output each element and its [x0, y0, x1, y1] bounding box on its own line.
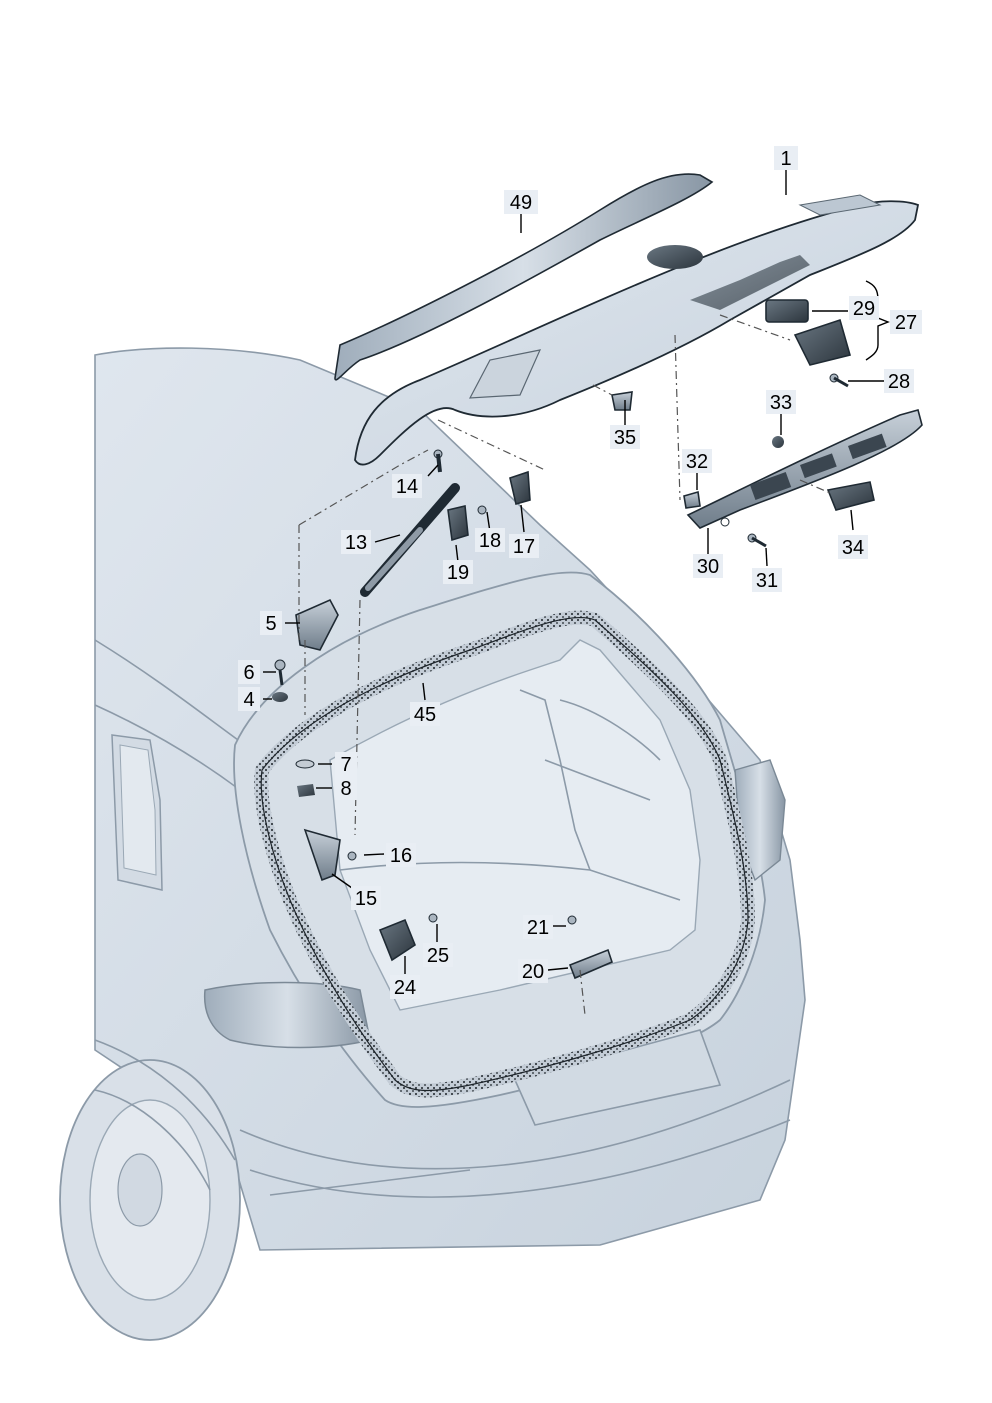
svg-text:31: 31 — [756, 570, 778, 592]
rear-wheel — [59, 1059, 241, 1341]
callout-5: 5 — [260, 611, 282, 635]
callout-29: 29 — [849, 296, 879, 320]
svg-text:4: 4 — [243, 689, 254, 711]
callout-30: 30 — [693, 554, 723, 578]
callout-15: 15 — [351, 886, 381, 910]
clip-35 — [611, 391, 633, 411]
svg-text:34: 34 — [842, 537, 864, 559]
callout-32: 32 — [682, 449, 712, 473]
svg-text:17: 17 — [513, 536, 535, 558]
svg-text:6: 6 — [243, 662, 254, 684]
lock-24 — [378, 918, 416, 962]
bumper-17 — [509, 470, 531, 506]
bracket-15 — [303, 828, 341, 882]
svg-text:21: 21 — [527, 917, 549, 939]
callout-49: 49 — [504, 190, 538, 214]
callout-7: 7 — [335, 752, 357, 776]
callout-18: 18 — [475, 528, 505, 552]
svg-text:1: 1 — [780, 148, 791, 170]
callout-24: 24 — [390, 975, 420, 999]
light-34 — [826, 481, 875, 511]
callout-20: 20 — [518, 959, 548, 983]
callout-45: 45 — [410, 702, 440, 726]
callout-4: 4 — [238, 687, 260, 711]
callout-13: 13 — [341, 530, 371, 554]
lock-unit-27 — [793, 318, 851, 366]
svg-text:32: 32 — [686, 451, 708, 473]
assembly-lines — [298, 314, 831, 1016]
clip-32 — [683, 490, 701, 509]
callout-16: 16 — [386, 843, 416, 867]
svg-text:25: 25 — [427, 945, 449, 967]
svg-text:35: 35 — [614, 427, 636, 449]
callout-33: 33 — [766, 390, 796, 414]
handle-strip-30 — [686, 409, 923, 529]
svg-text:28: 28 — [888, 371, 910, 393]
callout-27: 27 — [890, 310, 922, 334]
callout-28: 28 — [884, 369, 914, 393]
callout-6: 6 — [238, 660, 260, 684]
callout-14: 14 — [392, 474, 422, 498]
svg-text:49: 49 — [510, 192, 532, 214]
callout-25: 25 — [423, 943, 453, 967]
callout-35: 35 — [610, 425, 640, 449]
svg-text:16: 16 — [390, 845, 412, 867]
tailgate-trim-panel-1 — [354, 194, 920, 466]
spoiler-trim-49 — [334, 173, 714, 381]
svg-text:5: 5 — [265, 613, 276, 635]
svg-text:20: 20 — [522, 961, 544, 983]
seal-outline — [260, 616, 749, 1092]
svg-text:27: 27 — [895, 312, 917, 334]
svg-text:30: 30 — [697, 556, 719, 578]
callout-17: 17 — [509, 534, 539, 558]
callout-34: 34 — [838, 535, 868, 559]
small-parts — [272, 299, 875, 980]
svg-text:19: 19 — [447, 562, 469, 584]
svg-text:7: 7 — [340, 754, 351, 776]
callout-31: 31 — [752, 568, 782, 592]
svg-text:29: 29 — [853, 298, 875, 320]
callout-19: 19 — [443, 560, 473, 584]
svg-text:14: 14 — [396, 476, 418, 498]
svg-text:15: 15 — [355, 888, 377, 910]
svg-text:24: 24 — [394, 977, 416, 999]
svg-text:45: 45 — [414, 704, 436, 726]
callout-1: 1 — [774, 146, 798, 170]
callout-21: 21 — [523, 915, 553, 939]
callout-8: 8 — [335, 776, 357, 800]
nut-33 — [772, 436, 784, 448]
svg-text:13: 13 — [345, 532, 367, 554]
buffer-19 — [447, 505, 469, 542]
svg-text:33: 33 — [770, 392, 792, 414]
callouts: 1 49 29 27 28 35 33 32 14 18 17 13 19 30… — [238, 146, 922, 999]
svg-text:8: 8 — [340, 778, 351, 800]
svg-text:18: 18 — [479, 530, 501, 552]
switch-29 — [765, 299, 809, 323]
